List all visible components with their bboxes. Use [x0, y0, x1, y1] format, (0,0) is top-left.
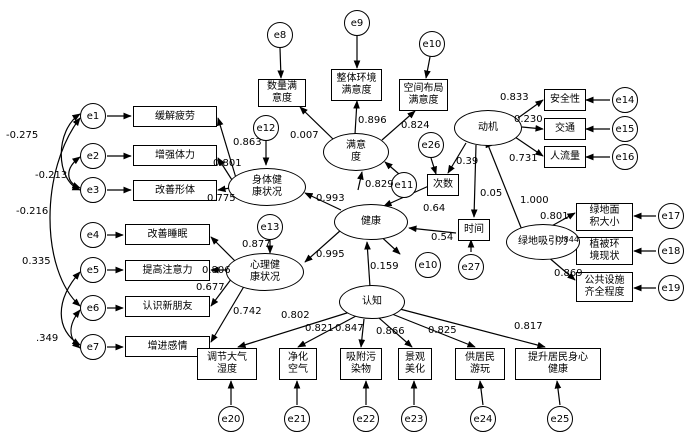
latent-cognition: 认知 — [339, 285, 405, 319]
error-e20: e20 — [218, 406, 244, 432]
covariance-e6-e7: .349 — [36, 333, 59, 344]
coef-improve-attention: 0.806 — [202, 265, 231, 276]
error-e25: e25 — [547, 406, 573, 432]
indicator-improve-sleep: 改善睡眠 — [125, 224, 210, 245]
indicator-relieve-fatigue: 缓解疲劳 — [133, 106, 217, 127]
indicator-safety: 安全性 — [544, 89, 586, 111]
coef-duration-health: 0.54 — [431, 232, 454, 243]
coef-relieve-fatigue: 0.863 — [233, 137, 262, 148]
coef-absorb: 0.847 — [335, 323, 364, 334]
indicator-traffic: 交通 — [544, 118, 586, 140]
coef-improve-sleep: 0.877 — [242, 239, 271, 250]
error-e5: e5 — [80, 257, 106, 283]
indicator-improve-figure: 改善形体 — [133, 180, 217, 201]
error-e24: e24 — [470, 406, 496, 432]
coef-facilities: 0.869 — [554, 268, 583, 279]
error-e21: e21 — [284, 406, 310, 432]
latent-motivation: 动机 — [454, 110, 522, 146]
coef-mental-health: 0.995 — [316, 249, 345, 260]
indicator-absorb-pollutants: 吸附污 染物 — [340, 348, 382, 380]
coef-landscape: 0.866 — [376, 326, 405, 337]
indicator-frequency: 次数 — [427, 174, 459, 196]
indicator-strengthen-body: 增强体力 — [133, 145, 217, 166]
coef-green-area: 0.801 — [540, 211, 569, 222]
indicator-meet-friends: 认识新朋友 — [125, 296, 210, 317]
error-e27: e27 — [458, 254, 484, 280]
error-e8: e8 — [267, 22, 293, 48]
coef-motivation-duration: 0.05 — [480, 188, 503, 199]
latent-satisfaction: 满意 度 — [323, 133, 389, 171]
coef-purify-air: 0.821 — [305, 323, 334, 334]
error-e10-health: e10 — [415, 252, 441, 278]
latent-attraction: 绿地吸引力 — [506, 224, 580, 260]
error-e22: e22 — [353, 406, 379, 432]
coef-quantity: 0.007 — [290, 130, 319, 141]
coef-enhance-feelings: 0.742 — [233, 306, 262, 317]
indicator-layout-satisfaction: 空间布局 满意度 — [399, 79, 448, 111]
coef-safety: 0.833 — [500, 92, 529, 103]
error-e12: e12 — [253, 115, 279, 141]
error-e17: e17 — [658, 203, 684, 229]
coef-crowd: 0.731 — [509, 153, 538, 164]
indicator-wellbeing: 提升居民身心 健康 — [515, 348, 601, 380]
indicator-green-area: 绿地面 积大小 — [576, 203, 633, 231]
coef-environment: 0.896 — [358, 115, 387, 126]
error-e26: e26 — [418, 132, 444, 158]
error-e2: e2 — [80, 143, 106, 169]
coef-frequency-health: 0.64 — [423, 203, 446, 214]
covariance-e1-e3: -0.275 — [6, 130, 39, 141]
coef-traffic: 0.230 — [514, 114, 543, 125]
coef-cognition-health: 0.159 — [370, 261, 399, 272]
coef-physical-health: 0.993 — [316, 193, 345, 204]
coef-recreation: 0.825 — [428, 325, 457, 336]
error-e3: e3 — [80, 177, 106, 203]
latent-physical-health: 身体健 康状况 — [228, 168, 306, 206]
indicator-duration: 时间 — [458, 219, 490, 241]
indicator-landscape: 景观 美化 — [398, 348, 432, 380]
coef-meet-friends: 0.677 — [196, 282, 225, 293]
error-e18: e18 — [658, 238, 684, 264]
coef-strengthen-body: 0.801 — [213, 158, 242, 169]
coef-improve-figure: 0.775 — [207, 193, 236, 204]
indicator-quantity-satisfaction: 数量满 意度 — [258, 79, 306, 107]
coef-motivation-frequency: 0.39 — [456, 156, 479, 167]
error-e10-top: e10 — [419, 31, 445, 57]
covariance-e5-e7: 0.335 — [22, 256, 51, 267]
latent-health: 健康 — [334, 204, 408, 240]
indicator-vegetation: 植被环 境现状 — [576, 237, 633, 265]
error-e4: e4 — [80, 222, 106, 248]
covariance-e1-e6: -0.216 — [16, 206, 49, 217]
indicator-purify-air: 净化 空气 — [279, 348, 317, 380]
coef-wellbeing: 0.817 — [514, 321, 543, 332]
coef-layout: 0.824 — [401, 120, 430, 131]
error-e1: e1 — [80, 103, 106, 129]
indicator-recreation: 供居民 游玩 — [455, 348, 505, 380]
coef-satisfaction-health: 0.829 — [365, 179, 394, 190]
error-e6: e6 — [80, 295, 106, 321]
coef-humidity: 0.802 — [281, 310, 310, 321]
error-e11: e11 — [391, 172, 417, 198]
covariance-e2-e3: -0.213 — [35, 170, 68, 181]
error-e13: e13 — [257, 214, 283, 240]
error-e14: e14 — [612, 87, 638, 113]
indicator-environment-satisfaction: 整体环境 满意度 — [331, 69, 382, 101]
indicator-crowd: 人流量 — [544, 146, 586, 168]
indicator-facilities: 公共设施 齐全程度 — [576, 272, 633, 302]
indicator-improve-attention: 提高注意力 — [125, 260, 210, 281]
coef-attraction-motivation: 1.000 — [520, 195, 549, 206]
error-e19: e19 — [658, 275, 684, 301]
indicator-humidity: 调节大气 湿度 — [197, 348, 257, 380]
error-e15: e15 — [612, 116, 638, 142]
error-e9: e9 — [344, 10, 370, 36]
error-e7: e7 — [80, 334, 106, 360]
latent-mental-health: 心理健 康状况 — [226, 253, 304, 291]
indicator-enhance-feelings: 增进感情 — [125, 336, 210, 357]
error-e23: e23 — [401, 406, 427, 432]
error-e16: e16 — [612, 144, 638, 170]
coef-vegetation: 0.844 — [556, 235, 579, 244]
